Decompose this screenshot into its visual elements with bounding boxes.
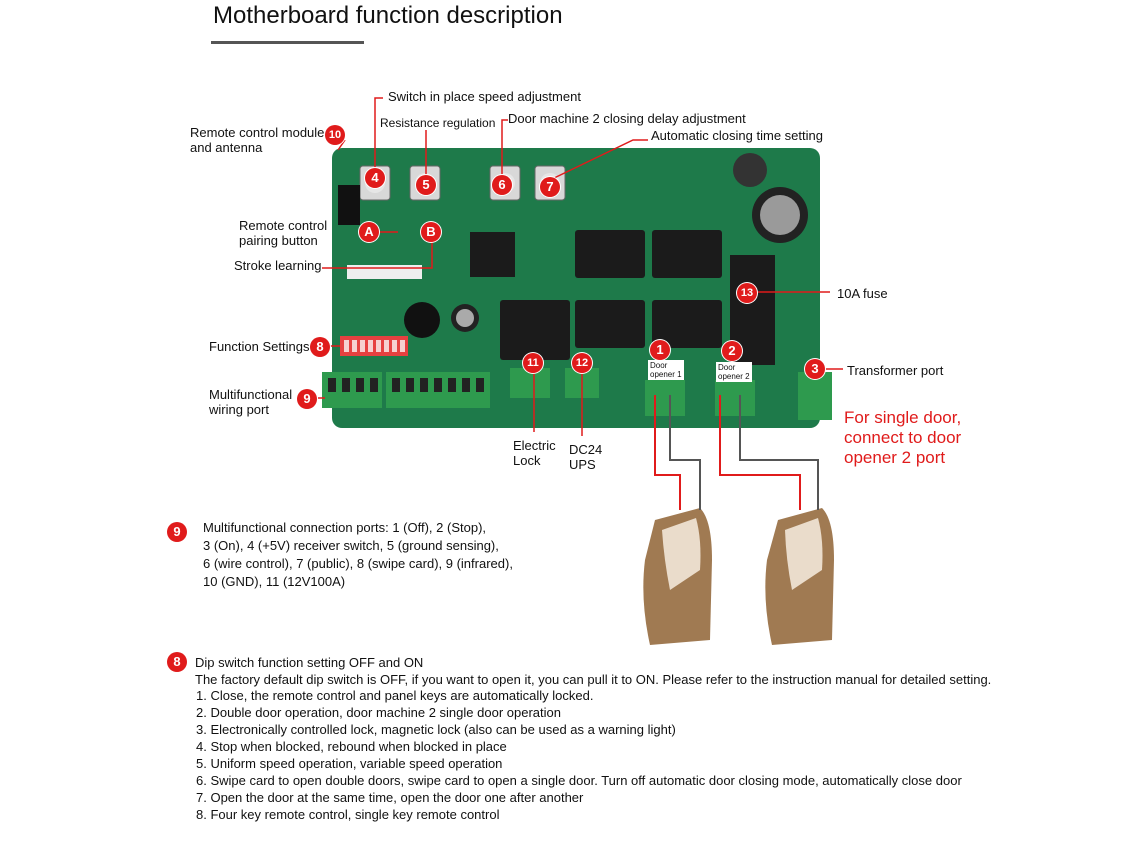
label-transformer: Transformer port <box>847 363 944 378</box>
badge-10: 10 <box>325 125 345 145</box>
list-item: 1. Close, the remote control and panel k… <box>196 688 594 703</box>
single-door-note: For single door, connect to door opener … <box>844 408 962 467</box>
dip-function-list: 1. Close, the remote control and panel k… <box>196 687 962 823</box>
label-remote-module: Remote control module and antenna <box>190 125 325 155</box>
badge-2: 2 <box>722 341 742 361</box>
badge-b: B <box>421 222 441 242</box>
list-item: 2. Double door operation, door machine 2… <box>196 705 561 720</box>
label-switch-speed: Switch in place speed adjustment <box>388 89 581 104</box>
page-title: Motherboard function description <box>213 2 563 29</box>
door-opener-1-tag: Door opener 1 <box>648 360 684 380</box>
label-multi-port: Multifunctional wiring port <box>209 387 293 417</box>
badge-12: 12 <box>572 353 592 373</box>
list-item: 7. Open the door at the same time, open … <box>196 790 584 805</box>
list-item: 8. Four key remote control, single key r… <box>196 807 500 822</box>
badge-9: 9 <box>297 389 317 409</box>
list-item: 3. Electronically controlled lock, magne… <box>196 722 676 737</box>
label-auto-close: Automatic closing time setting <box>651 128 823 143</box>
badge-6: 6 <box>492 175 512 195</box>
badge-1: 1 <box>650 340 670 360</box>
badge-3: 3 <box>805 359 825 379</box>
title-underline <box>211 41 364 44</box>
label-electric-lock: Electric Lock <box>513 438 556 468</box>
label-resistance: Resistance regulation <box>380 116 496 130</box>
list-item: 6. Swipe card to open double doors, swip… <box>196 773 962 788</box>
dip-intro: The factory default dip switch is OFF, i… <box>195 672 992 687</box>
ports-description: Multifunctional connection ports: 1 (Off… <box>203 520 513 589</box>
dip-heading: Dip switch function setting OFF and ON <box>195 655 424 670</box>
list-item: 4. Stop when blocked, rebound when block… <box>196 739 507 754</box>
badge-8: 8 <box>310 337 330 357</box>
badge-a: A <box>359 222 379 242</box>
door-opener-2-tag: Door opener 2 <box>716 362 752 382</box>
badge-7: 7 <box>540 177 560 197</box>
label-function-settings: Function Settings <box>209 339 310 354</box>
badge-9-note: 9 <box>167 522 187 542</box>
label-remote-pairing: Remote control pairing button <box>239 218 328 248</box>
badge-13: 13 <box>737 283 757 303</box>
label-stroke-learning: Stroke learning <box>234 258 322 273</box>
label-dc24: DC24 UPS <box>569 442 603 472</box>
list-item: 5. Uniform speed operation, variable spe… <box>196 756 503 771</box>
badge-4: 4 <box>365 168 385 188</box>
badge-8-note: 8 <box>167 652 187 672</box>
badge-5: 5 <box>416 175 436 195</box>
label-fuse: 10A fuse <box>837 286 888 301</box>
label-door2-delay: Door machine 2 closing delay adjustment <box>508 111 746 126</box>
badge-11: 11 <box>523 353 543 373</box>
